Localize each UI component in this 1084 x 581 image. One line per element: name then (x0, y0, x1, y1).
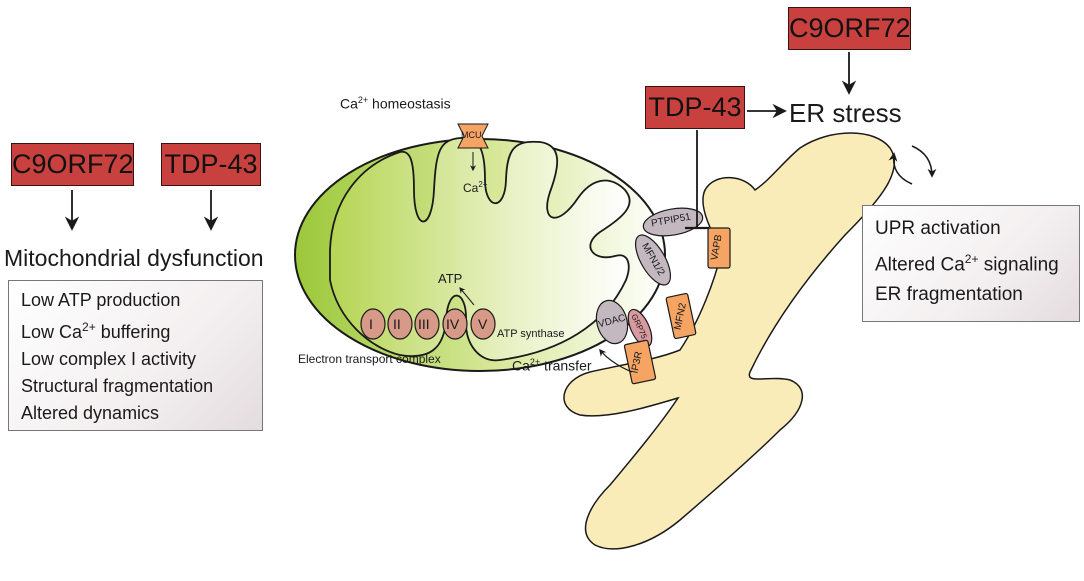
ca-homeostasis-label: Ca2+ homeostasis (340, 95, 451, 112)
etc-complexes (360, 308, 496, 340)
etc-label: Electron transport complex (298, 352, 441, 366)
mfn2-shape (665, 292, 697, 340)
ip3r-shape (623, 339, 657, 385)
ca-transfer-arrow (599, 348, 633, 373)
ca-transfer-label: Ca2+ transfer (512, 357, 592, 374)
effect-text: Low Ca2+ buffering (21, 320, 171, 342)
complex-4-label: IV (446, 316, 460, 332)
c9orf72-right-box: C9ORF72 (788, 7, 911, 50)
er-effect-upr: UPR activation (875, 218, 1001, 239)
mcu-channel (457, 123, 489, 149)
complex-1-shape (360, 308, 386, 340)
atp-arrow (459, 287, 475, 306)
er-effect-fragmentation: ER fragmentation (875, 284, 1023, 306)
feedback-arrow-down (911, 145, 937, 178)
atp-label: ATP (438, 271, 463, 286)
ca-superscript: 2+ (82, 320, 96, 334)
er-effects-box: UPR activation Altered Ca2+ signaling ER… (862, 205, 1080, 322)
effect-item: Structural fragmentation (21, 376, 214, 396)
mcu-label: MCU (461, 130, 482, 140)
er-effect-ca-signaling: Altered Ca2+ signaling (875, 252, 1059, 276)
mfn12-shape (634, 234, 672, 286)
tdp43-right-box: TDP-43 (645, 86, 745, 129)
complex-3-shape (414, 308, 440, 340)
tdp43-left-box: TDP-43 (161, 143, 261, 186)
effect-item: Low complex I activity (21, 349, 197, 369)
complex-2-shape (387, 308, 413, 340)
ca-inside-label: Ca2+ (463, 180, 488, 195)
complex-5-label: V (478, 316, 488, 332)
effect-item: Low ATP production (21, 290, 181, 310)
mitochondrion-inner-membrane (329, 137, 631, 362)
complex-1-label: I (369, 316, 373, 332)
atp-synthase-label: ATP synthase (497, 328, 565, 340)
vdac-shape (595, 299, 629, 345)
effect-item: Altered dynamics (21, 403, 160, 423)
c9orf72-left-box: C9ORF72 (11, 143, 134, 186)
mitochondrial-effects-box: Low ATP production Low Ca2+ buffering Lo… (8, 280, 263, 431)
vapb-shape (707, 227, 731, 269)
feedback-arrow-up (888, 152, 913, 185)
effect-item: Low Ca2+ buffering (21, 314, 252, 346)
complex-3-label: III (418, 316, 430, 332)
complex-2-label: II (393, 316, 401, 332)
complex-4-shape (442, 308, 468, 340)
mitochondrial-dysfunction-title: Mitochondrial dysfunction (4, 245, 264, 271)
complex-5-shape (470, 308, 496, 340)
er-stress-label: ER stress (789, 98, 902, 128)
